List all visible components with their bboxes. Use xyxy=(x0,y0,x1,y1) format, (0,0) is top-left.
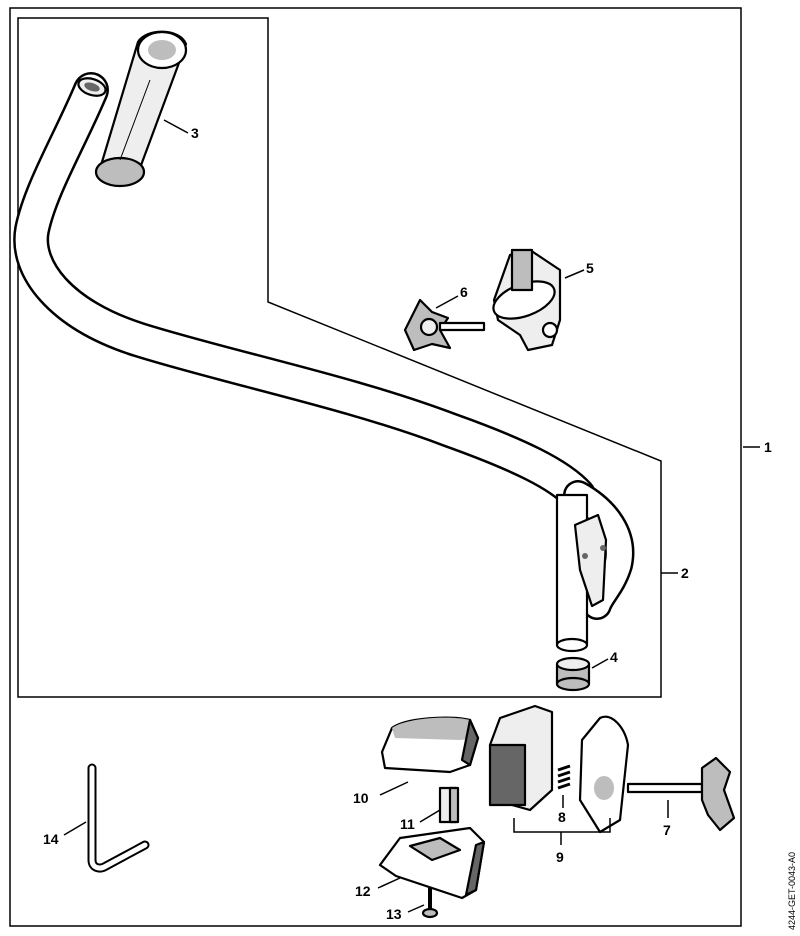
callout-14: 14 xyxy=(43,831,59,847)
compression-spring xyxy=(557,764,571,790)
callout-13: 13 xyxy=(386,906,402,922)
grip xyxy=(94,30,188,188)
clamp-housing xyxy=(488,704,630,834)
callout-11: 11 xyxy=(400,816,415,832)
clamp-sleeve xyxy=(492,248,562,352)
callout-labels: 1 2 3 4 5 6 7 8 9 10 11 12 13 14 xyxy=(43,125,772,922)
self-tapping-screw xyxy=(421,888,439,919)
wing-screw xyxy=(626,756,736,832)
callout-12: 12 xyxy=(355,883,371,899)
leader-lines xyxy=(63,119,760,913)
hex-key xyxy=(87,763,150,873)
tube-clamp-end xyxy=(555,493,608,653)
star-knob-screw xyxy=(403,298,486,352)
callout-9: 9 xyxy=(556,849,564,865)
callout-4: 4 xyxy=(610,649,618,665)
callout-2: 2 xyxy=(681,565,689,581)
callout-1: 1 xyxy=(764,439,772,455)
callout-5: 5 xyxy=(586,260,594,276)
reference-code: 4244-GET-0043-A0 xyxy=(787,852,797,930)
tube-end-plug xyxy=(555,656,591,692)
assembly-frame xyxy=(17,17,662,698)
clamp-cover-bottom xyxy=(378,826,486,900)
callout-6: 6 xyxy=(460,284,468,300)
callout-8: 8 xyxy=(558,809,566,825)
callout-3: 3 xyxy=(191,125,199,141)
callout-10: 10 xyxy=(353,790,369,806)
clamp-cover-top xyxy=(380,716,480,774)
outer-frame xyxy=(9,7,742,927)
square-nut xyxy=(438,786,460,824)
callout-7: 7 xyxy=(663,822,671,838)
